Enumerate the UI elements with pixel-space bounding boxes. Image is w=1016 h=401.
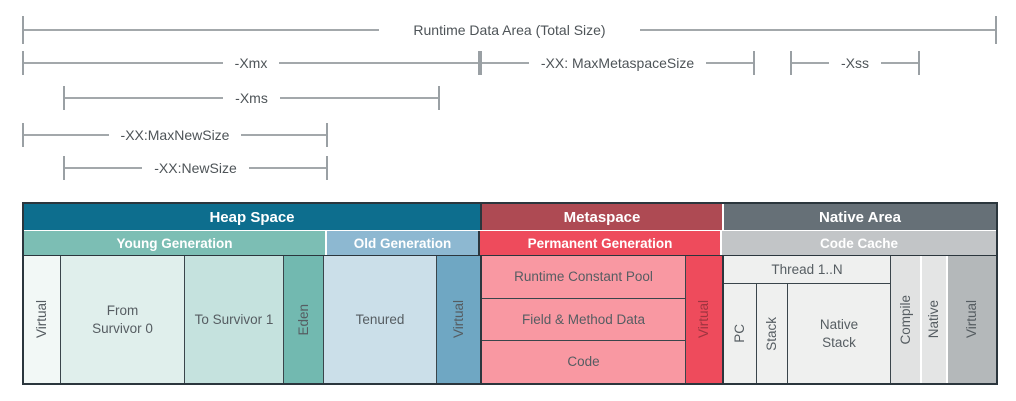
right-tick [753,51,756,75]
left-tick [22,123,24,147]
right-tick [326,156,328,180]
to-survivor-cell: To Survivor 1 [185,256,284,383]
right-tick [438,86,441,110]
dim-xmx: -Xmx [22,49,481,77]
table-body: Virtual From Survivor 0 To Survivor 1 Ed… [24,256,996,384]
dim-line [24,134,109,136]
runtime-constant-pool-cell: Runtime Constant Pool [482,256,685,299]
compile-cell: Compile [891,256,922,383]
dim-line [792,62,829,64]
dim-label: -XX:MaxNewSize [120,127,230,143]
metaspace-header: Metaspace [482,204,724,230]
dim-xms: -Xms [63,84,441,112]
dim-line [24,62,223,64]
native-body-group: Thread 1..N PC Stack Native Stack [724,256,996,383]
cell-label: Eden [295,303,311,336]
heap-space-header: Heap Space [24,204,482,230]
code-cell: Code [482,341,685,384]
native-area-header: Native Area [724,204,996,230]
dim-line [881,62,918,64]
dim-label: -Xss [841,55,869,71]
heap-virtual-cell: Virtual [24,256,61,383]
dim-label: -Xmx [234,55,268,71]
cell-label: Tenured [355,311,405,327]
cell-label: Compile [897,294,913,345]
dim-line [248,167,326,169]
left-tick [790,51,792,75]
dim-new-size: -XX:NewSize [63,154,328,182]
pc-cell: PC [724,284,757,383]
cell-label: Native Stack [819,316,859,350]
native-virtual-cell: Virtual [948,256,996,383]
dim-xss: -Xss [790,49,920,77]
subsection-header-row: Young Generation Old Generation Permanen… [24,231,996,256]
dim-line [65,167,143,169]
metaspace-body-group: Runtime Constant Pool Field & Method Dat… [482,256,724,384]
from-survivor-cell: From Survivor 0 [61,256,185,383]
cell-label: From Survivor 0 [92,302,153,336]
thread-group: Thread 1..N PC Stack Native Stack [724,256,891,383]
cell-label: Stack [764,316,780,351]
right-tick [478,51,481,75]
young-generation-header: Young Generation [24,231,327,255]
dim-line [279,62,479,64]
right-tick [326,123,329,147]
eden-cell: Eden [284,256,324,383]
dim-line [639,29,996,31]
dim-line [65,97,224,99]
metaspace-virtual-cell: Virtual [685,256,722,383]
left-tick [63,86,65,110]
dim-runtime-data-area: Runtime Data Area (Total Size) [22,16,998,44]
stack-cell: Stack [757,284,788,383]
right-tick [918,51,920,75]
cell-label: To Survivor 1 [194,311,274,327]
dim-line [24,29,380,31]
cell-label: Virtual [34,300,50,339]
left-tick [480,51,482,75]
dim-line [279,97,439,99]
dim-line [706,62,754,64]
section-header-row: Heap Space Metaspace Native Area [24,204,996,231]
permanent-generation-header: Permanent Generation [480,231,722,255]
thread-cells: PC Stack Native Stack [724,284,890,383]
right-tick [995,16,998,44]
dim-label: Runtime Data Area (Total Size) [413,22,606,38]
cell-label: PC [732,324,748,343]
dim-line [482,62,529,64]
old-generation-header: Old Generation [327,231,480,255]
cell-label: Native [926,300,942,339]
cell-label: Virtual [696,300,712,339]
dim-line [241,134,327,136]
old-gen-virtual-cell: Virtual [437,256,480,383]
thread-header-cell: Thread 1..N [724,256,890,284]
dim-max-metaspace-size: -XX: MaxMetaspaceSize [480,49,756,77]
metaspace-stack: Runtime Constant Pool Field & Method Dat… [482,256,685,384]
dim-label: -XX:NewSize [154,160,237,176]
tenured-cell: Tenured [324,256,437,383]
code-cache-header: Code Cache [722,231,996,255]
dim-max-new-size: -XX:MaxNewSize [22,121,329,149]
cell-label: Virtual [964,300,980,339]
dim-label: -XX: MaxMetaspaceSize [540,55,695,71]
heap-body-group: Virtual From Survivor 0 To Survivor 1 Ed… [24,256,482,383]
native-cell: Native [922,256,948,383]
left-tick [63,156,65,180]
left-tick [22,51,24,75]
native-stack-cell: Native Stack [788,284,890,383]
memory-table: Heap Space Metaspace Native Area Young G… [22,202,998,385]
dim-label: -Xms [235,90,268,106]
cell-label: Virtual [450,300,466,339]
left-tick [22,16,24,44]
field-method-data-cell: Field & Method Data [482,298,685,342]
